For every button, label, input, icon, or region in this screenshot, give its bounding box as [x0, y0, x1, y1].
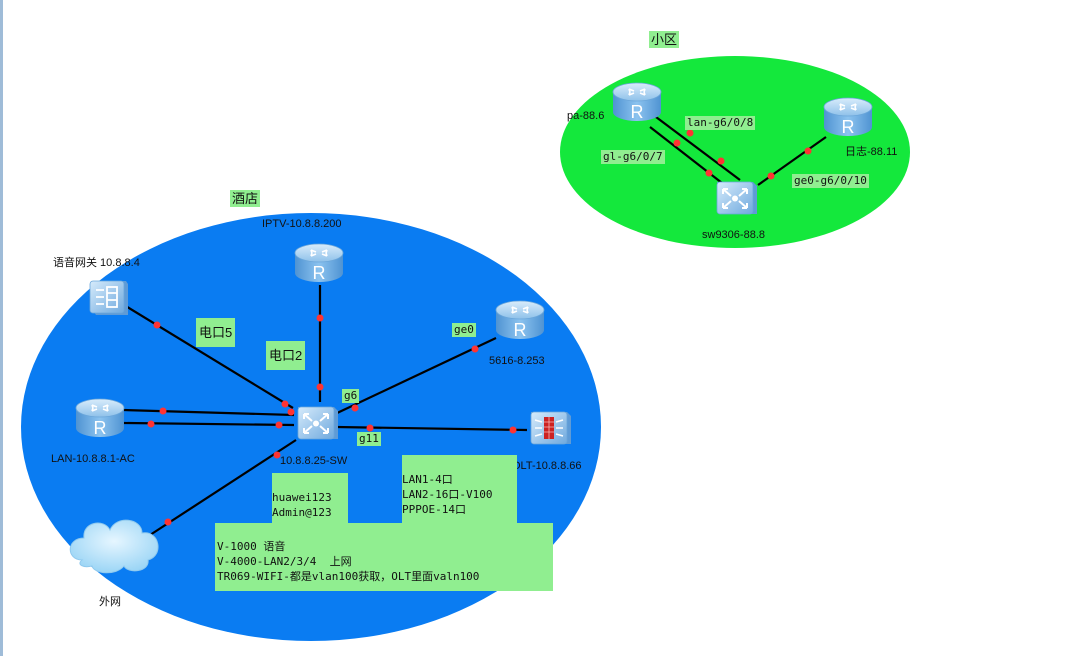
port-dot	[153, 321, 161, 329]
port-dot	[705, 169, 713, 177]
5616-router-icon[interactable]	[495, 300, 545, 341]
port-dot	[164, 518, 172, 526]
port-dot	[273, 451, 281, 459]
lan-ac-router-icon[interactable]	[75, 398, 125, 439]
link-voicegw-sw	[123, 304, 294, 409]
voice-gateway-label: 语音网关 10.8.8.4	[53, 257, 140, 269]
iptv-router-icon[interactable]	[294, 243, 344, 284]
port-dot	[316, 314, 324, 322]
port-dot	[287, 408, 295, 416]
internet-cloud-icon[interactable]	[69, 519, 159, 574]
hotel-title: 酒店	[230, 190, 261, 207]
pa-router-icon[interactable]	[612, 82, 662, 123]
port-dot	[673, 139, 681, 147]
pa-label: pa-88.6	[567, 110, 605, 122]
community-title: 小区	[649, 31, 680, 48]
port-dot	[275, 421, 283, 429]
ge0-tag: ge0	[452, 323, 476, 337]
port-dot	[717, 157, 725, 165]
iptv-label: IPTV-10.8.8.200	[262, 218, 342, 230]
port-dot	[686, 129, 694, 137]
port-dot	[316, 383, 324, 391]
vlan-note: V-1000 语音 V-4000-LAN2/3/4 上网 TR069-WIFI-都是…	[215, 523, 553, 591]
eport5-tag: 电口5	[196, 318, 236, 347]
olt-label: OLT-10.8.8.66	[512, 460, 582, 472]
voice-gateway-icon[interactable]	[89, 280, 128, 316]
vlan-line: V-4000-LAN2/3/4 上网	[217, 555, 352, 568]
g6-tag: g6	[342, 389, 360, 403]
vlan-line: V-1000 语音	[217, 540, 286, 553]
port-dot	[366, 424, 374, 432]
5616-label: 5616-8.253	[489, 355, 545, 367]
link-internet-sw	[149, 439, 297, 536]
sw9306-switch-icon[interactable]	[716, 181, 757, 215]
core-switch-label: 10.8.8.25-SW	[280, 455, 348, 467]
link-5616-sw	[334, 337, 497, 415]
internet-label: 外网	[99, 596, 121, 608]
credentials-line: huawei123	[272, 491, 332, 504]
credentials-line: Admin@123	[272, 506, 332, 519]
port-dot	[471, 345, 479, 353]
olt-firewall-icon[interactable]	[530, 411, 571, 445]
port-dot	[767, 172, 775, 180]
eport2-tag: 电口2	[266, 341, 306, 370]
link-pa-sw9306-1	[655, 116, 741, 181]
port-dot	[351, 404, 359, 412]
olt-ports-line: LAN1-4口	[402, 473, 453, 486]
g11-tag: g11	[357, 432, 381, 446]
link-lanac-sw-1	[123, 408, 295, 417]
olt-ports-line: LAN2-16口-V100	[402, 488, 493, 501]
port-dot	[804, 147, 812, 155]
port-dot	[147, 420, 155, 428]
log-router-icon[interactable]	[823, 97, 873, 138]
window-left-border	[0, 0, 3, 656]
log-label: 日志-88.11	[845, 146, 898, 158]
lan-g6-0-8-tag: lan-g6/0/8	[685, 116, 756, 130]
sw9306-label: sw9306-88.8	[702, 229, 765, 241]
core-switch-icon[interactable]	[297, 406, 338, 440]
vlan-line: TR069-WIFI-都是vlan100获取，OLT里面valn100	[217, 570, 480, 583]
port-dot	[281, 400, 289, 408]
gl-g6-0-7-tag: gl-g6/0/7	[601, 150, 665, 164]
port-dot	[159, 407, 167, 415]
port-dot	[509, 426, 517, 434]
olt-ports-line: PPPOE-14口	[402, 503, 466, 516]
ge0-g6-0-10-tag: ge0-g6/0/10	[792, 174, 869, 188]
lan-ac-label: LAN-10.8.8.1-AC	[51, 453, 135, 465]
